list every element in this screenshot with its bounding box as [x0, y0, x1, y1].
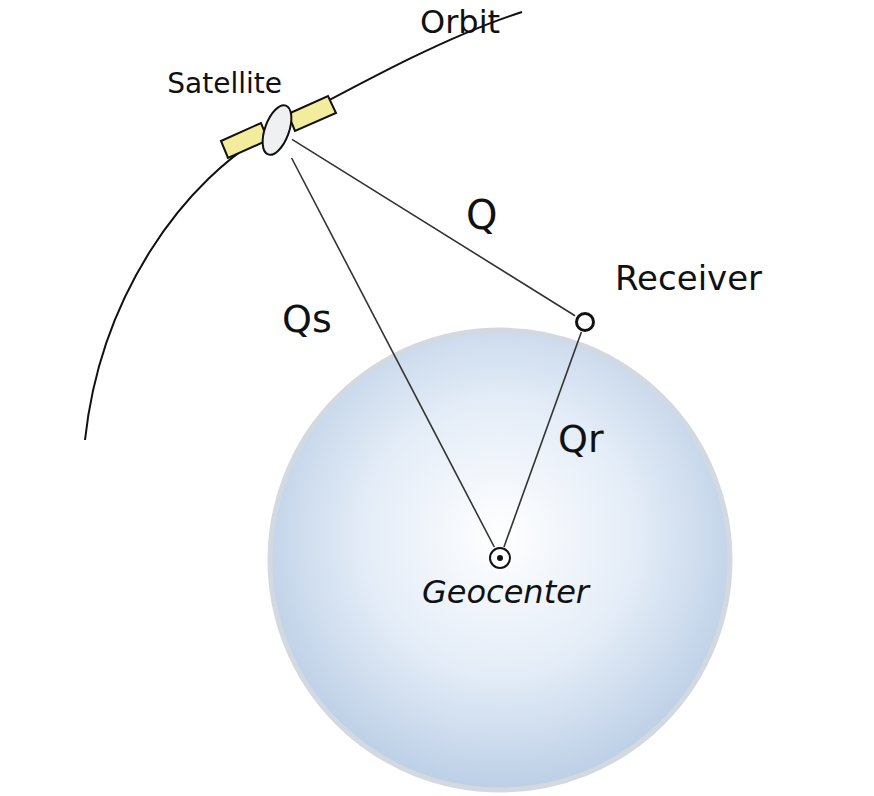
earth-disc [270, 330, 730, 790]
distance-label: Qr [558, 418, 604, 462]
satellite-body [257, 101, 297, 158]
geocenter-node: Geocenter [489, 547, 511, 569]
center-dot [497, 555, 503, 561]
distance-label: Qs [282, 298, 332, 342]
solar-panel [288, 96, 336, 131]
receiver-node: Receiver [575, 312, 595, 332]
node-label: Geocenter [422, 574, 589, 611]
distance-label: Q [466, 192, 497, 238]
range-line [292, 158, 495, 547]
orbit-arc [85, 12, 522, 440]
orbit-label: Orbit [420, 4, 500, 41]
node-label: Satellite [167, 68, 282, 100]
solar-panel [221, 123, 268, 158]
satellite-node: Satellite [262, 102, 292, 158]
node-label: Receiver [615, 259, 762, 298]
range-line [292, 139, 575, 315]
